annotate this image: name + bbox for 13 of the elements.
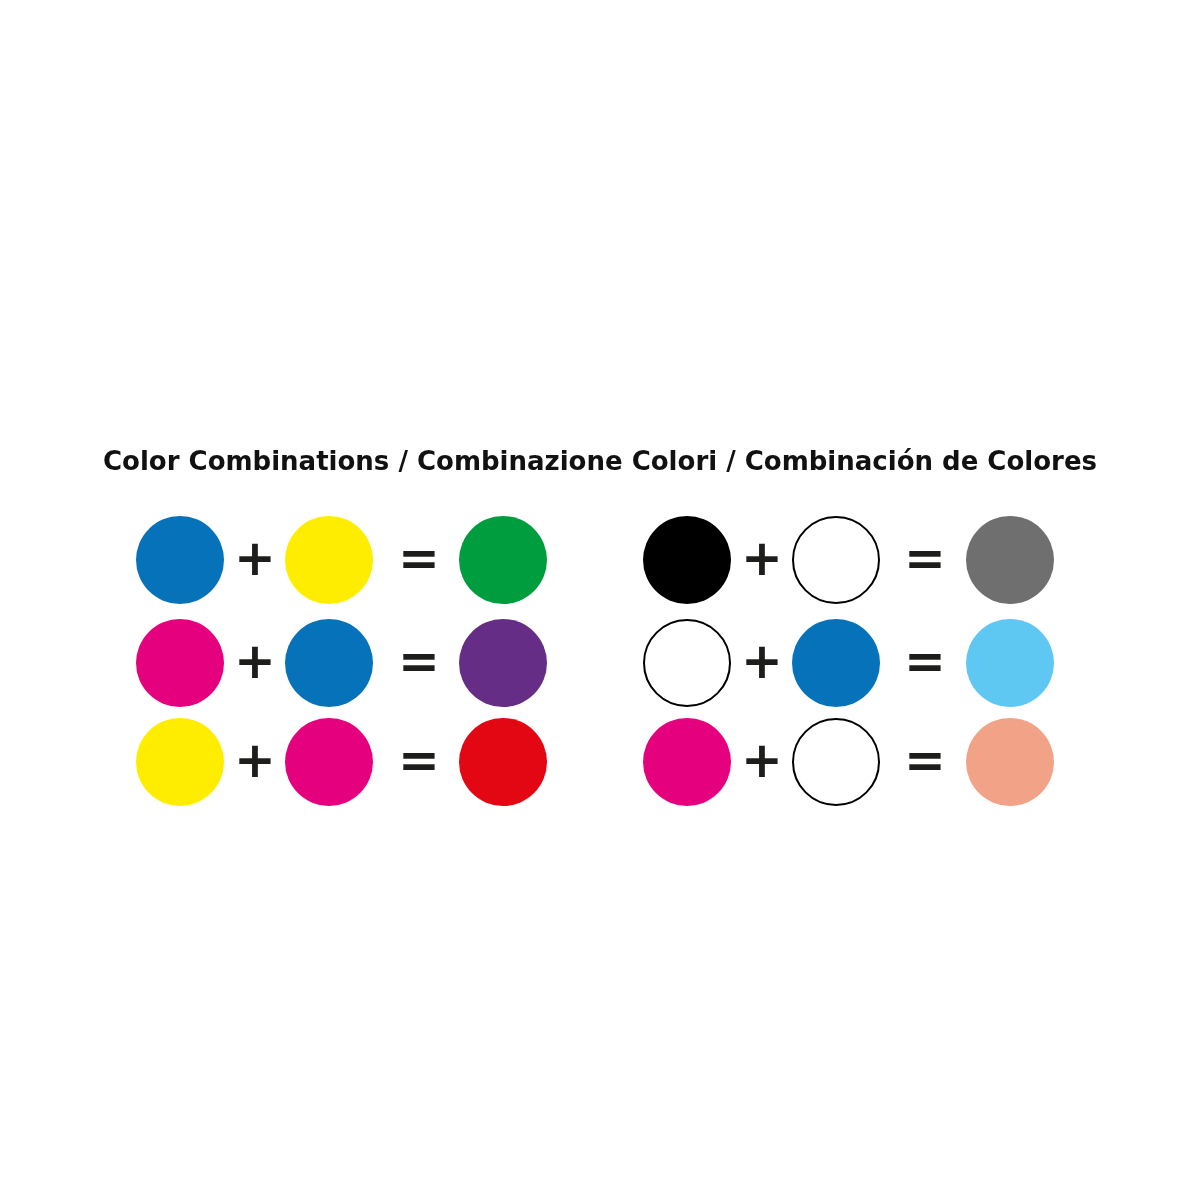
operator-symbol: = — [904, 636, 944, 686]
operator-symbol: + — [741, 735, 781, 785]
operator-symbol: = — [398, 533, 438, 583]
operator-symbol: = — [904, 533, 944, 583]
operator-symbol: + — [234, 735, 274, 785]
operator-symbol: = — [398, 636, 438, 686]
title: Color Combinations / Combinazione Colori / Combinación de Colores — [102, 446, 1098, 476]
operator-symbol: = — [904, 735, 944, 785]
operator-symbol: + — [741, 636, 781, 686]
operator-symbol: + — [741, 533, 781, 583]
operator-symbol: = — [398, 735, 438, 785]
operator-symbol: + — [234, 636, 274, 686]
operator-symbol: + — [234, 533, 274, 583]
